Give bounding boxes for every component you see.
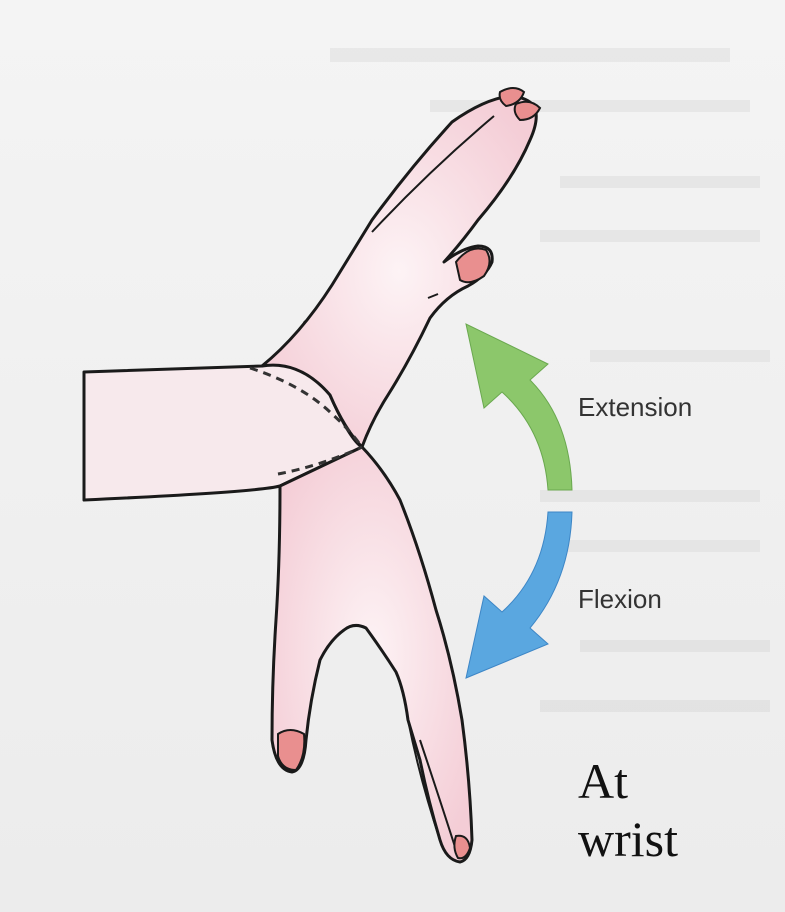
flexed-fingernail [454,836,470,859]
extension-label: Extension [578,392,692,423]
flexed-thumbnail [278,730,304,770]
caption-line-1: At [578,752,678,810]
caption-line-2: wrist [578,810,678,868]
extension-arrow [466,324,572,490]
caption: At wrist [578,752,678,868]
flexion-label: Flexion [578,584,662,615]
flexion-arrow [466,512,572,678]
flexed-hand [272,447,472,862]
